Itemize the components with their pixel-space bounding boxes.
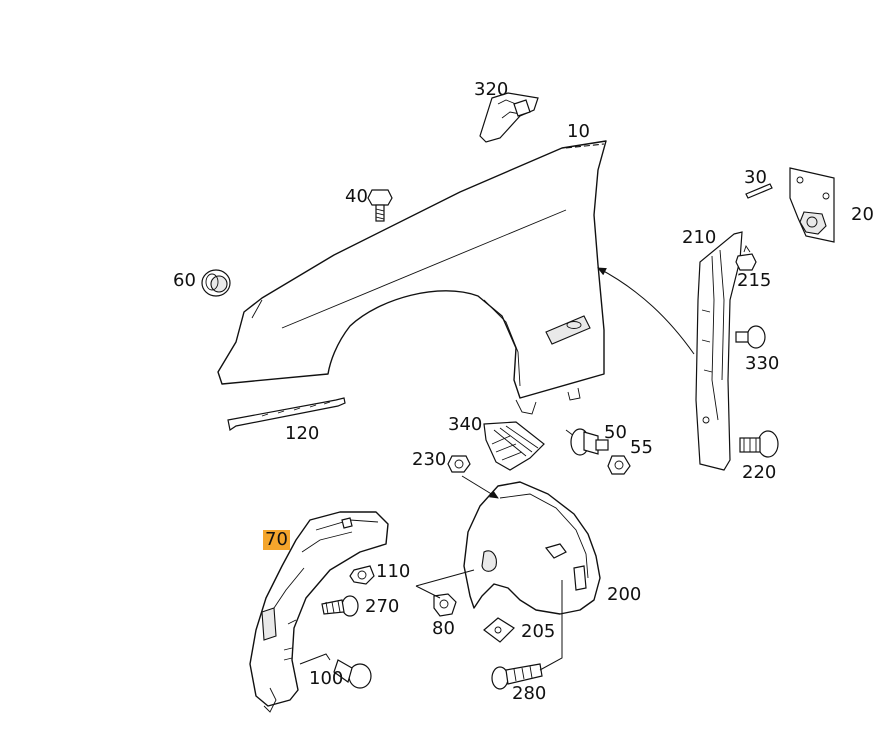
part-205-clip[interactable] [483,617,515,643]
part-40-bolt[interactable] [367,189,393,222]
label-10[interactable]: 10 [567,121,590,142]
leader-100 [299,653,331,665]
label-30[interactable]: 30 [744,167,767,188]
part-330-clip[interactable] [735,325,766,349]
label-120[interactable]: 120 [285,423,320,444]
label-50[interactable]: 50 [604,422,627,443]
part-120-trim-strip[interactable] [227,397,346,431]
label-55[interactable]: 55 [630,437,653,458]
part-320-bracket[interactable] [479,92,539,143]
label-330[interactable]: 330 [745,353,780,374]
label-200[interactable]: 200 [607,584,642,605]
part-280-screw[interactable] [491,663,543,690]
part-220-rivet[interactable] [739,430,779,458]
label-220[interactable]: 220 [742,462,777,483]
part-210-bracket[interactable] [695,231,743,471]
label-60[interactable]: 60 [173,270,196,291]
label-40[interactable]: 40 [345,186,368,207]
part-110-nut[interactable] [349,565,375,585]
label-340[interactable]: 340 [448,414,483,435]
part-200-wheel-arch-liner[interactable] [463,481,601,615]
label-100[interactable]: 100 [309,668,344,689]
part-100-bolt[interactable] [333,659,372,689]
part-30-pin[interactable] [745,183,773,199]
label-110[interactable]: 110 [376,561,411,582]
label-80[interactable]: 80 [432,618,455,639]
part-70-wheel-arch-liner[interactable] [249,511,389,713]
part-230-nut[interactable] [447,455,471,473]
part-80-clip[interactable] [433,593,457,617]
label-230[interactable]: 230 [412,449,447,470]
part-50-bolt[interactable] [565,428,609,456]
part-55-nut[interactable] [607,455,631,475]
assembly-arrow-210 [597,267,695,355]
part-20-hinge-plate[interactable] [789,167,835,243]
label-270[interactable]: 270 [365,596,400,617]
part-10-front-fender[interactable] [217,140,607,415]
part-340-bracket[interactable] [483,421,545,471]
assembly-arrow-230 [461,475,499,499]
leader-280 [539,580,563,671]
leader-80 [415,569,475,599]
label-280[interactable]: 280 [512,683,547,704]
part-60-grommet[interactable] [201,269,231,297]
label-20[interactable]: 20 [851,204,874,225]
label-215[interactable]: 215 [737,270,772,291]
part-215-clip[interactable] [735,244,757,271]
part-270-screw[interactable] [321,595,359,617]
label-210[interactable]: 210 [682,227,717,248]
label-205[interactable]: 205 [521,621,556,642]
label-320[interactable]: 320 [474,79,509,100]
label-70-highlighted[interactable]: 70 [263,529,290,550]
